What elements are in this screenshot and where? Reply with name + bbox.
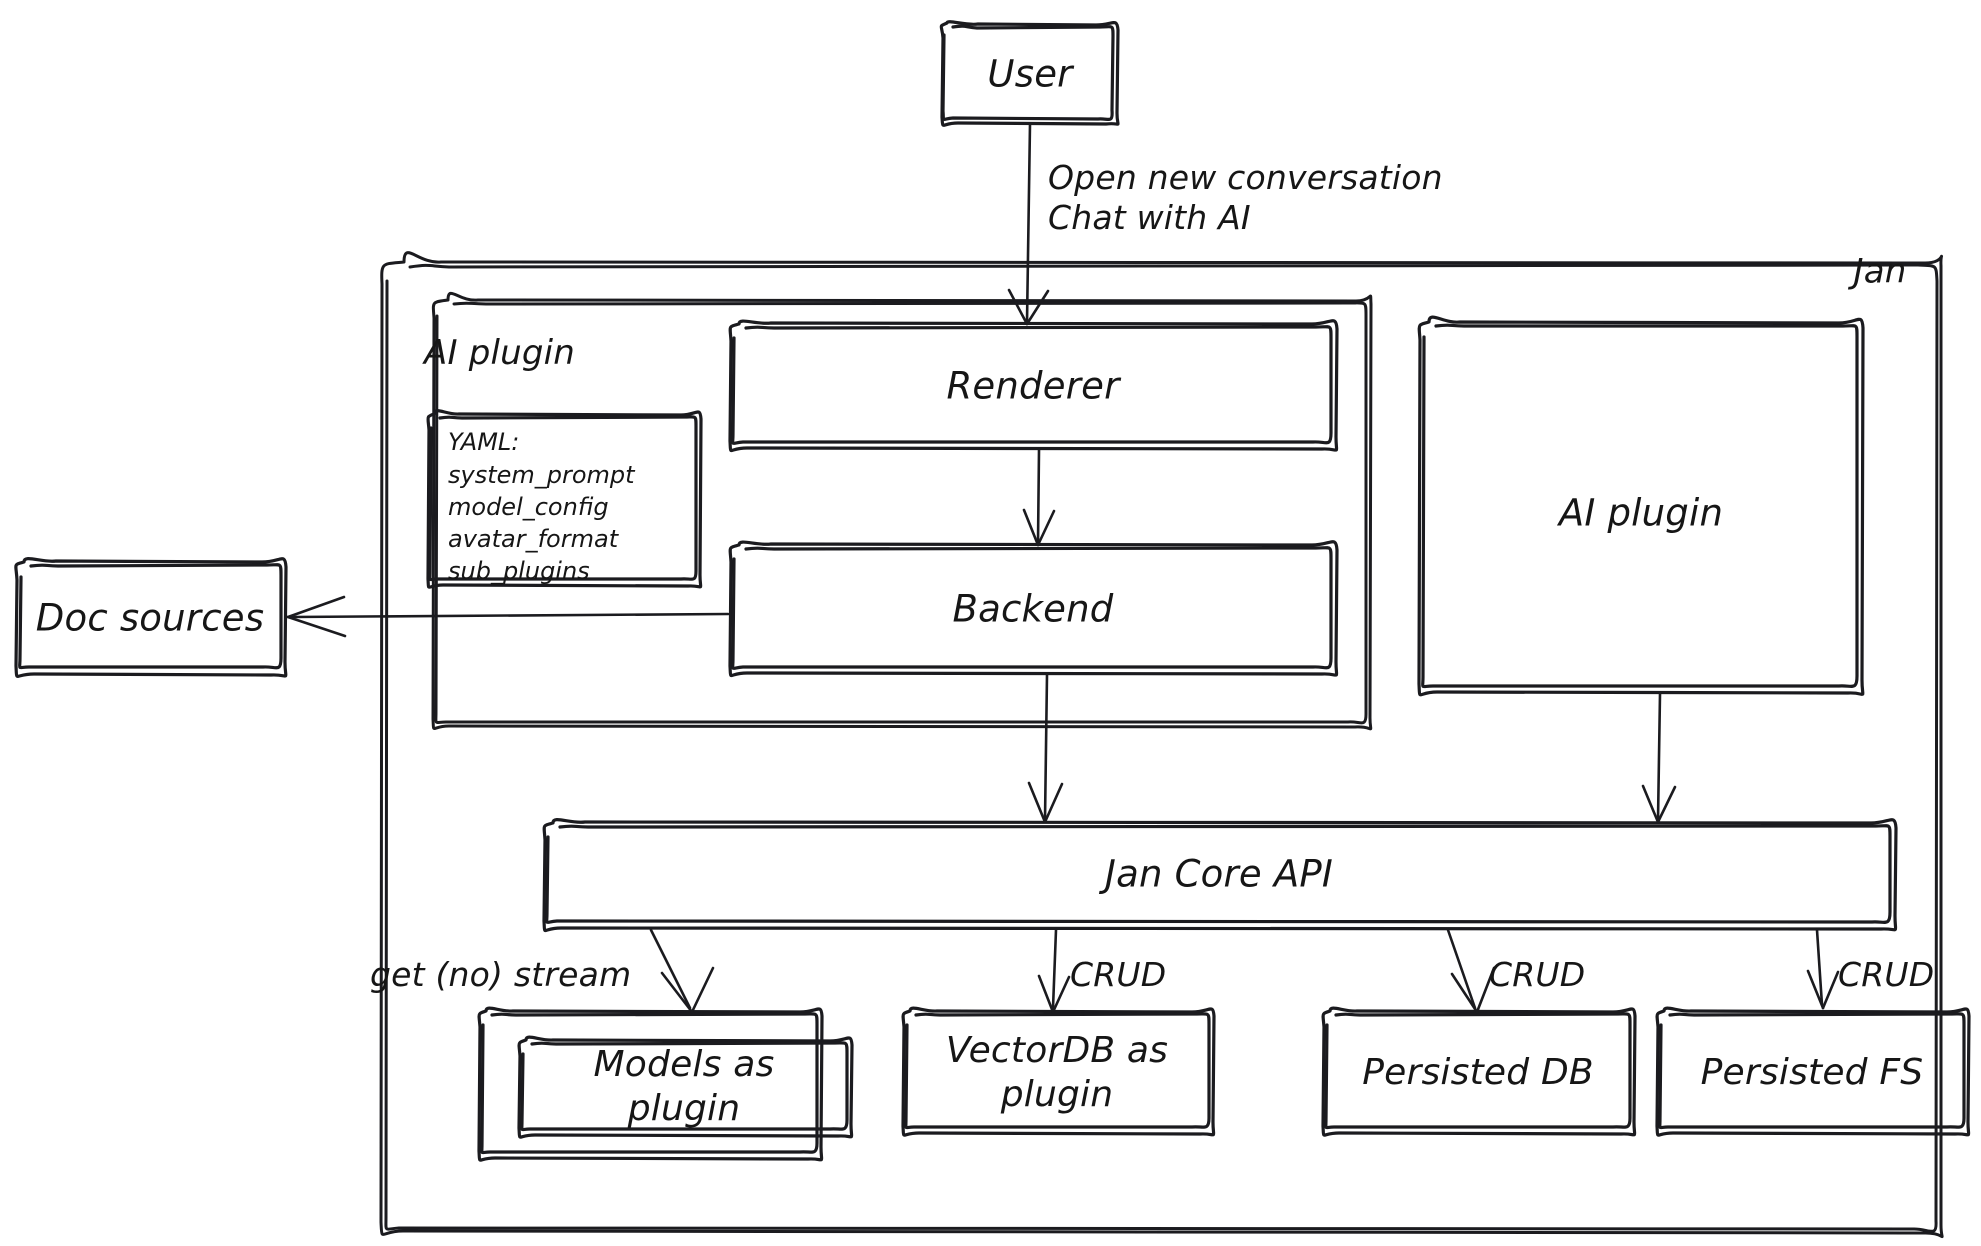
- edge-backend-to-doc-sources: [286, 595, 730, 638]
- container-ai-plugin-shape: [431, 291, 1373, 731]
- yaml-note: YAML: system_prompt model_config avatar_…: [448, 424, 698, 588]
- edge-backend-to-core: [1027, 673, 1064, 824]
- node-models-as-plugin-back-shape: [477, 1006, 824, 1162]
- node-persisted-fs-shape: [1655, 1006, 1971, 1137]
- node-label-ai-plugin[interactable]: AI plugin: [1558, 491, 1724, 535]
- node-backend-shape: [728, 540, 1339, 678]
- node-label-backend[interactable]: Backend: [952, 587, 1114, 631]
- edge-core-to-vectordb: [1037, 928, 1071, 1014]
- edge-user-to-renderer: [1007, 122, 1050, 326]
- edge-label-core-to-models: get (no) stream: [370, 955, 632, 994]
- yaml-note-item: sub_plugins: [448, 556, 590, 585]
- node-models-as-plugin-shape: [517, 1035, 854, 1139]
- yaml-note-item: model_config: [448, 492, 609, 521]
- node-user-shape: [939, 20, 1120, 127]
- edge-label-core-to-vectordb: CRUD: [1070, 955, 1167, 994]
- node-renderer-shape: [728, 319, 1339, 453]
- container-jan-shape: [379, 251, 1944, 1238]
- edge-core-to-persisted-fs: [1806, 928, 1840, 1010]
- node-label-persisted-db[interactable]: Persisted DB: [1362, 1052, 1594, 1094]
- node-persisted-db-shape: [1321, 1006, 1637, 1137]
- node-label-persisted-fs[interactable]: Persisted FS: [1700, 1052, 1924, 1094]
- node-label-renderer[interactable]: Renderer: [946, 364, 1120, 408]
- yaml-note-shape: [426, 409, 703, 589]
- edge-renderer-to-backend: [1022, 448, 1056, 547]
- node-jan-core-api-shape: [542, 818, 1898, 933]
- node-label-jan-core-api[interactable]: Jan Core API: [1105, 852, 1333, 896]
- edge-label-core-to-persisted-fs: CRUD: [1838, 955, 1935, 994]
- node-label-doc-sources[interactable]: Doc sources: [35, 596, 265, 640]
- edge-ai-plugin-to-core: [1641, 692, 1677, 824]
- yaml-note-item: system_prompt: [448, 461, 635, 489]
- edge-core-to-persisted-db: [1446, 928, 1496, 1014]
- edge-core-to-models: [649, 928, 715, 1014]
- container-label-ai-plugin-group: AI plugin: [424, 333, 576, 373]
- node-label-user[interactable]: User: [987, 52, 1073, 96]
- yaml-note-header: YAML:: [448, 428, 520, 456]
- container-label-jan: Jan: [1853, 251, 1907, 292]
- node-vectordb-as-plugin-shape: [901, 1006, 1216, 1137]
- yaml-note-item: avatar_format: [448, 524, 619, 553]
- node-ai-plugin-shape: [1417, 315, 1865, 697]
- edge-label-core-to-persisted-db: CRUD: [1489, 955, 1586, 994]
- node-doc-sources-shape: [14, 557, 288, 678]
